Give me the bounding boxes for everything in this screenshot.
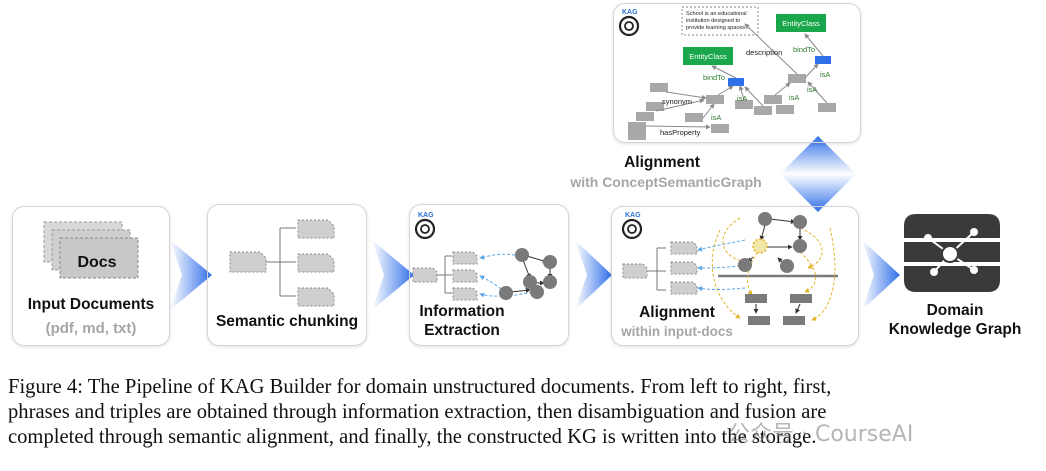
extraction-icon (412, 248, 557, 301)
watermark-text: 公众号 · CourseAI (728, 422, 914, 447)
pipeline-arrow-1 (170, 240, 212, 310)
alignment-docs-card (611, 206, 859, 346)
input-documents-title: Input Documents (27, 296, 155, 313)
edge-label-synonym: synonym (662, 97, 692, 106)
edge-label-bindto: bindTo (703, 73, 725, 82)
database-icon (904, 214, 1000, 292)
edge-label-bindto: bindTo (793, 45, 815, 54)
edge-label-isa: isA (711, 113, 721, 122)
docs-stack-icon (43, 221, 139, 279)
caption-line: Figure 4: The Pipeline of KAG Builder fo… (8, 376, 832, 398)
input-documents-card (12, 206, 170, 346)
edge-label-isa: isA (789, 93, 799, 102)
concept-note: School is an educational institution des… (686, 11, 750, 31)
alignment-graph-title: Alignment (624, 154, 700, 171)
docs-label: Docs (77, 254, 117, 271)
concept-graph-icon: School is an educational institution des… (628, 6, 836, 140)
edge-label-hasproperty: hasProperty (660, 128, 701, 137)
chunking-icon (229, 219, 335, 307)
input-documents-subtitle: (pdf, md, txt) (45, 320, 137, 337)
extraction-title-line1: Information (419, 303, 505, 320)
information-extraction-card (409, 204, 569, 346)
domain-kg-title-line1: Domain (926, 302, 984, 319)
semantic-chunking-title: Semantic chunking (215, 313, 359, 330)
alignment-docs-subtitle: within input-docs (621, 324, 733, 339)
alignment-docs-icon (622, 212, 838, 325)
figure-caption: Figure 4: The Pipeline of KAG Builder fo… (8, 375, 1042, 450)
edge-label-isa: isA (737, 94, 747, 103)
domain-kg-title-line2: Knowledge Graph (888, 321, 1022, 338)
kag-logo-icon: KAG (618, 9, 644, 39)
pipeline-arrow-4 (862, 240, 900, 310)
pipeline-arrow-2 (372, 240, 414, 310)
alignment-diamond-connector (780, 136, 856, 212)
edge-label-isa: isA (807, 85, 817, 94)
entity-class-label: EntityClass (782, 19, 820, 28)
edge-label-isa: isA (820, 70, 830, 79)
edge-label-description: description (746, 48, 782, 57)
entity-class-label: EntityClass (689, 52, 727, 61)
caption-line: phrases and triples are obtained through… (8, 401, 827, 423)
pipeline-arrow-3 (575, 240, 612, 310)
semantic-chunking-card (207, 204, 367, 346)
alignment-graph-subtitle: with ConceptSemanticGraph (570, 174, 762, 190)
concept-graph-card (613, 3, 861, 143)
extraction-title-line2: Extraction (424, 322, 500, 339)
alignment-docs-title: Alignment (639, 304, 715, 321)
pipeline-diagram: School is an educational institution des… (43, 6, 1000, 325)
kag-logo-icon: KAG (621, 212, 647, 242)
caption-line: completed through semantic alignment, an… (8, 426, 817, 448)
kag-logo-icon: KAG (414, 212, 440, 242)
